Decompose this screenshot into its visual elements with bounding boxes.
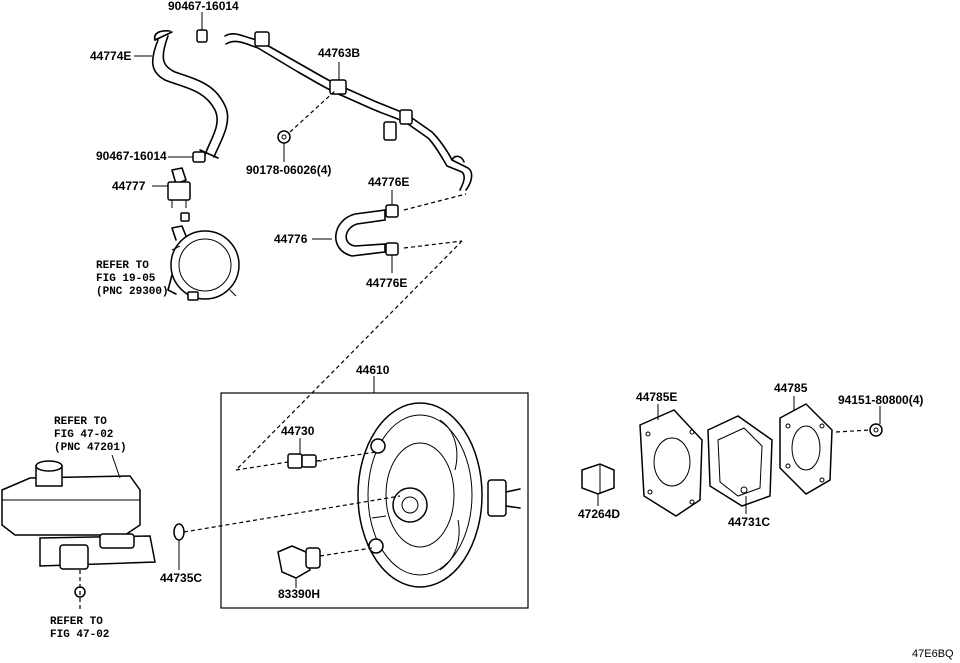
clamp-90467-mid — [192, 151, 206, 163]
label-44785e: 44785E — [636, 390, 677, 404]
label-94151: 94151-80800(4) — [838, 393, 923, 407]
gasket-44785 — [779, 403, 833, 495]
spacer-44731c — [707, 415, 773, 507]
master-cylinder — [1, 460, 156, 598]
label-44776: 44776 — [274, 232, 308, 246]
pump-ref-line3: (PNC 29300) — [96, 286, 169, 298]
label-44776e-bottom: 44776E — [366, 276, 407, 290]
sensor-83390h — [277, 545, 321, 579]
bottom-ref-line1: REFER TO — [50, 616, 103, 628]
label-47264d: 47264D — [578, 507, 620, 521]
leader-lines — [111, 12, 881, 588]
brake-booster — [357, 402, 521, 588]
gasket-44785e — [639, 409, 703, 517]
seal-44735c — [173, 523, 185, 541]
nut-94151 — [869, 423, 883, 437]
label-90178: 90178-06026(4) — [246, 163, 331, 177]
pipe-44763b — [224, 31, 473, 191]
label-90467-mid: 90467-16014 — [96, 149, 167, 163]
label-44735c: 44735C — [160, 571, 202, 585]
label-44730: 44730 — [281, 424, 315, 438]
label-83390h: 83390H — [278, 587, 320, 601]
bracket-47264d — [581, 463, 615, 495]
pump-ref-line1: REFER TO — [96, 260, 149, 272]
clip-44776e-bottom — [385, 242, 399, 256]
pump-ref-line2: FIG 19-05 — [96, 273, 156, 285]
diagram-code: 47E6BQ — [912, 648, 954, 660]
bottom-ref-line2: FIG 47-02 — [50, 629, 109, 641]
clip-44776e-top — [385, 204, 399, 218]
label-44763b: 44763B — [318, 46, 360, 60]
hose-44776 — [335, 209, 386, 257]
label-44776e-top: 44776E — [368, 175, 409, 189]
label-44785: 44785 — [774, 381, 808, 395]
dashed-callouts — [79, 89, 871, 610]
reservoir-ref-line1: REFER TO — [54, 416, 107, 428]
label-90467-top: 90467-16014 — [168, 0, 239, 13]
reservoir-ref-line2: FIG 47-02 — [54, 429, 113, 441]
fitting-44730 — [287, 453, 322, 469]
label-44610: 44610 — [356, 363, 390, 377]
label-44731c: 44731C — [728, 515, 770, 529]
vacuum-pump — [167, 225, 240, 301]
label-44777: 44777 — [112, 179, 146, 193]
hose-44774e — [151, 30, 229, 159]
valve-44777 — [167, 167, 191, 222]
nut-90178 — [277, 130, 291, 144]
reservoir-ref-line3: (PNC 47201) — [54, 442, 127, 454]
label-44774e: 44774E — [90, 49, 131, 63]
